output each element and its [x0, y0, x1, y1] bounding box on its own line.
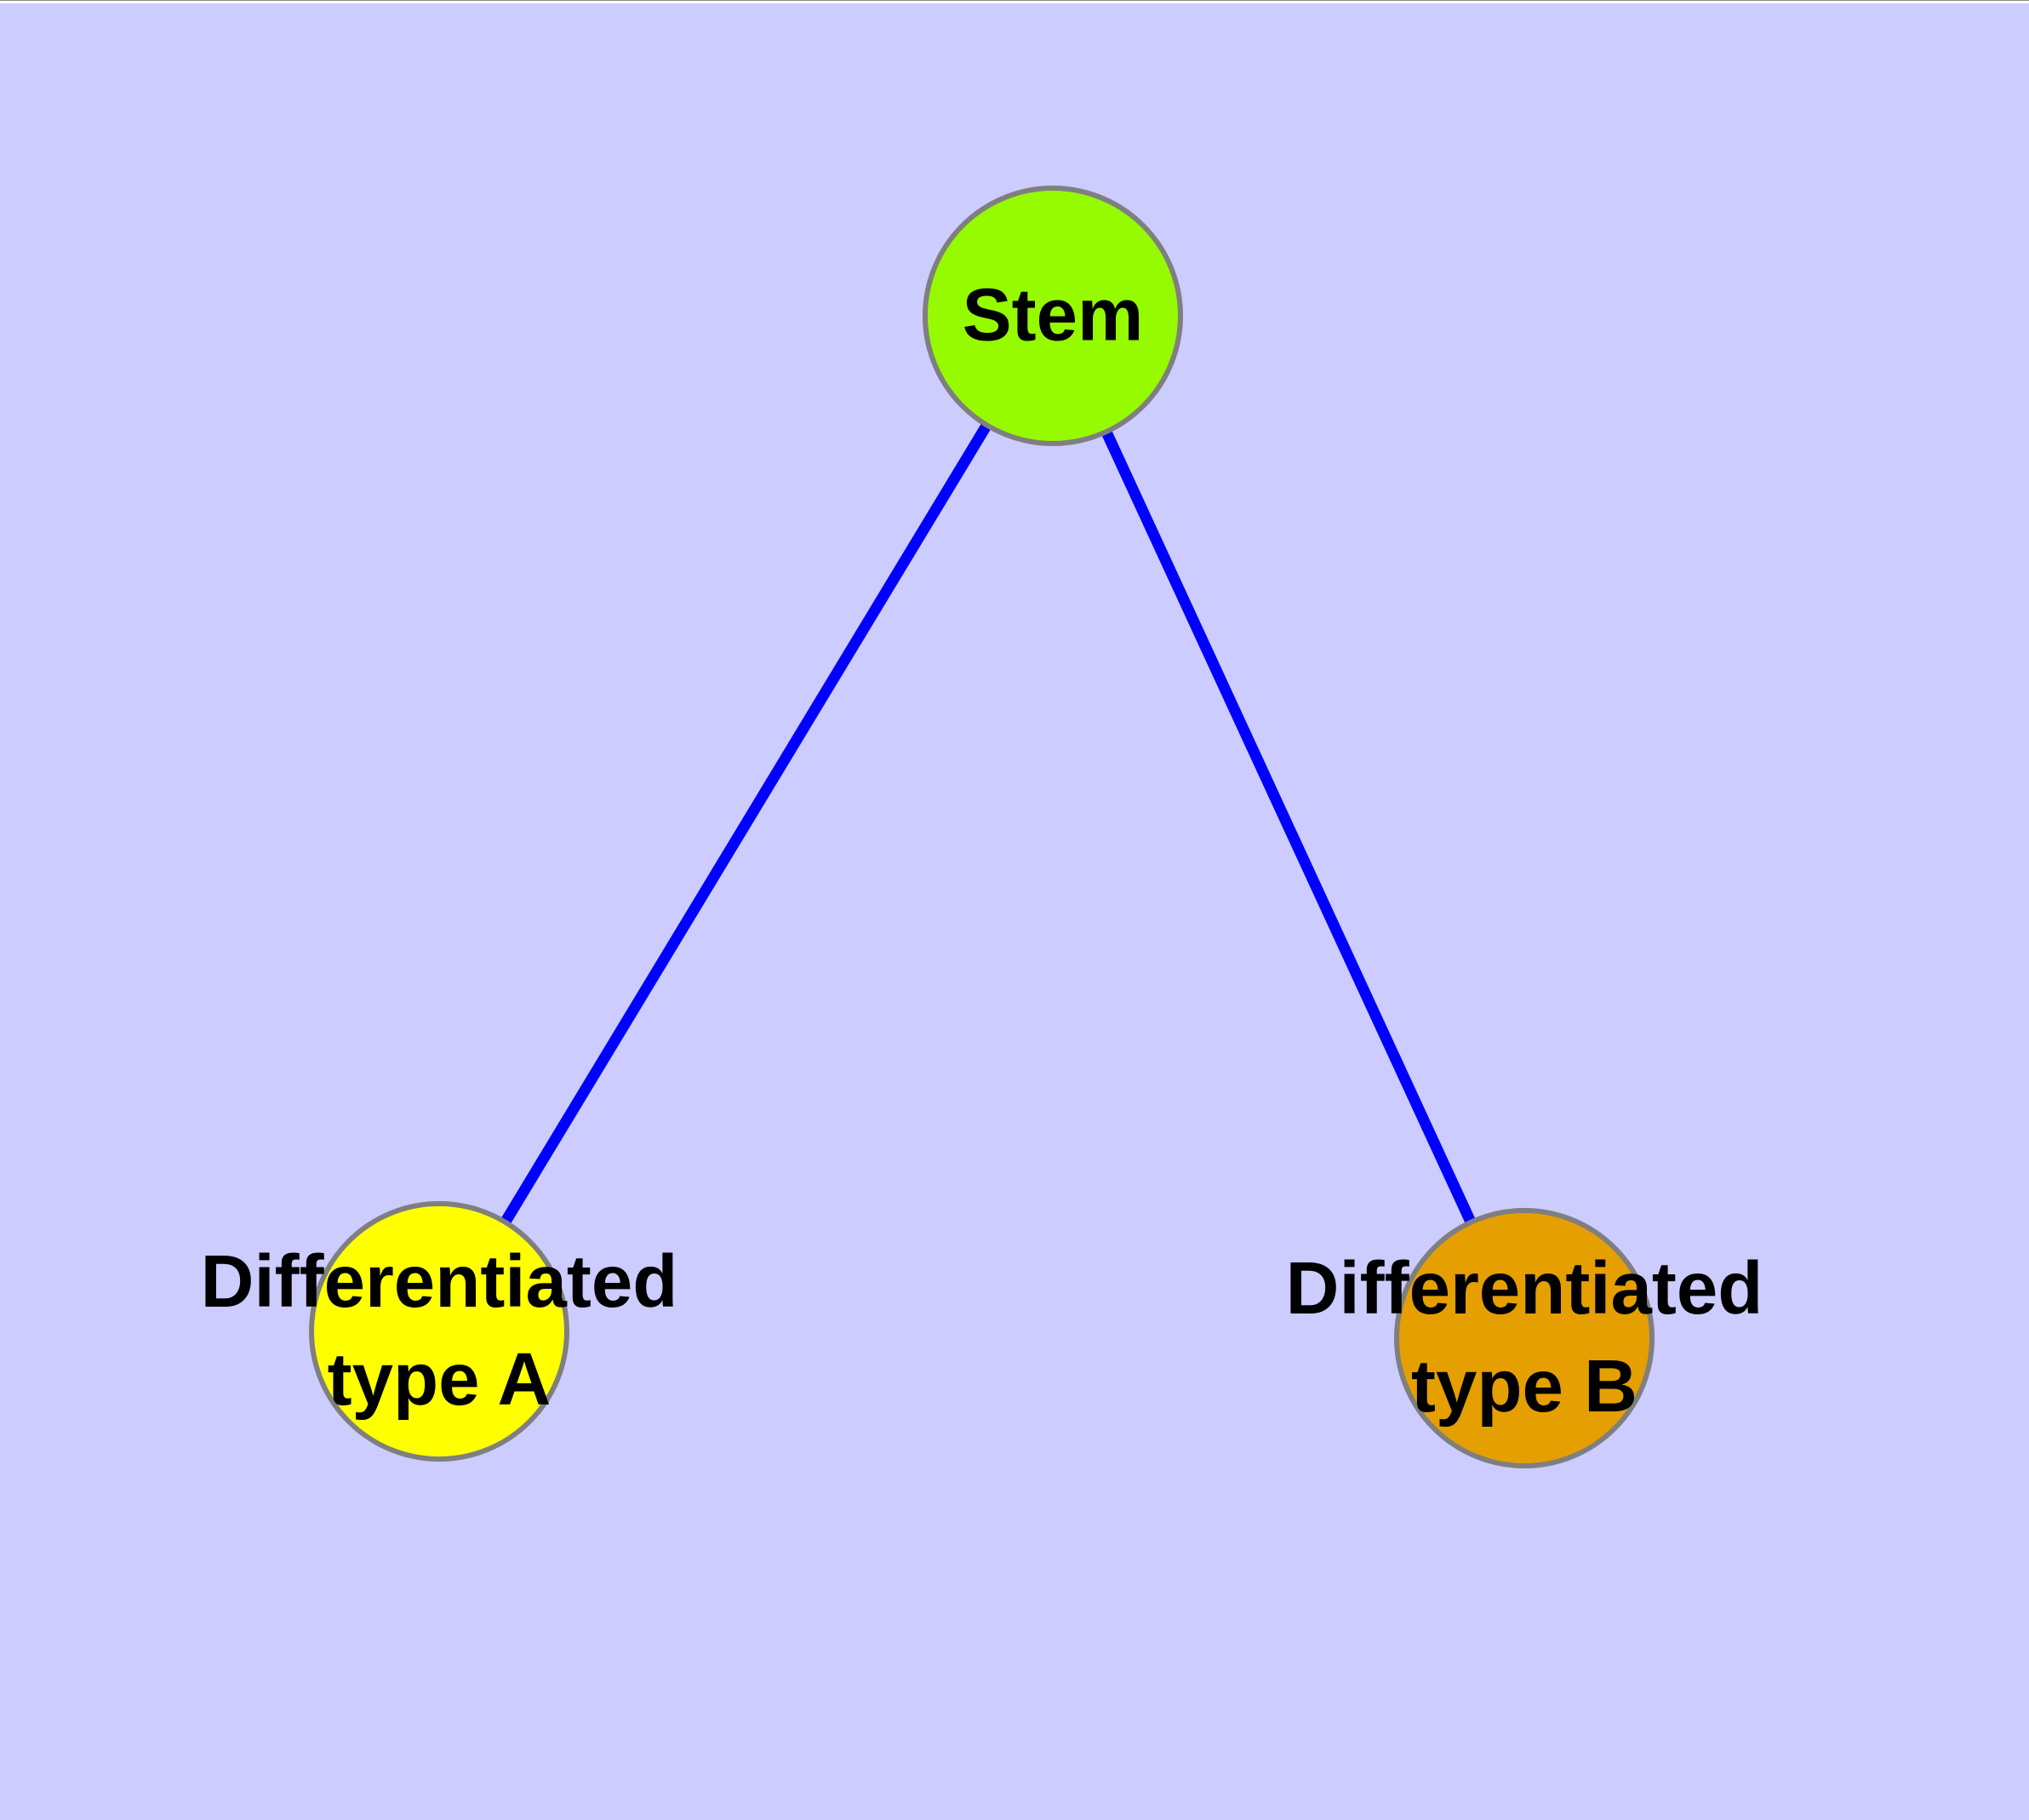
node-differentiated-type-b — [1394, 1208, 1655, 1468]
top-edge-strip — [0, 0, 2029, 3]
edge-stem-to-type-b — [1048, 313, 1529, 1341]
node-differentiated-type-a — [309, 1201, 569, 1462]
edge-stem-to-type-a — [434, 312, 1058, 1335]
node-stem — [923, 186, 1183, 446]
